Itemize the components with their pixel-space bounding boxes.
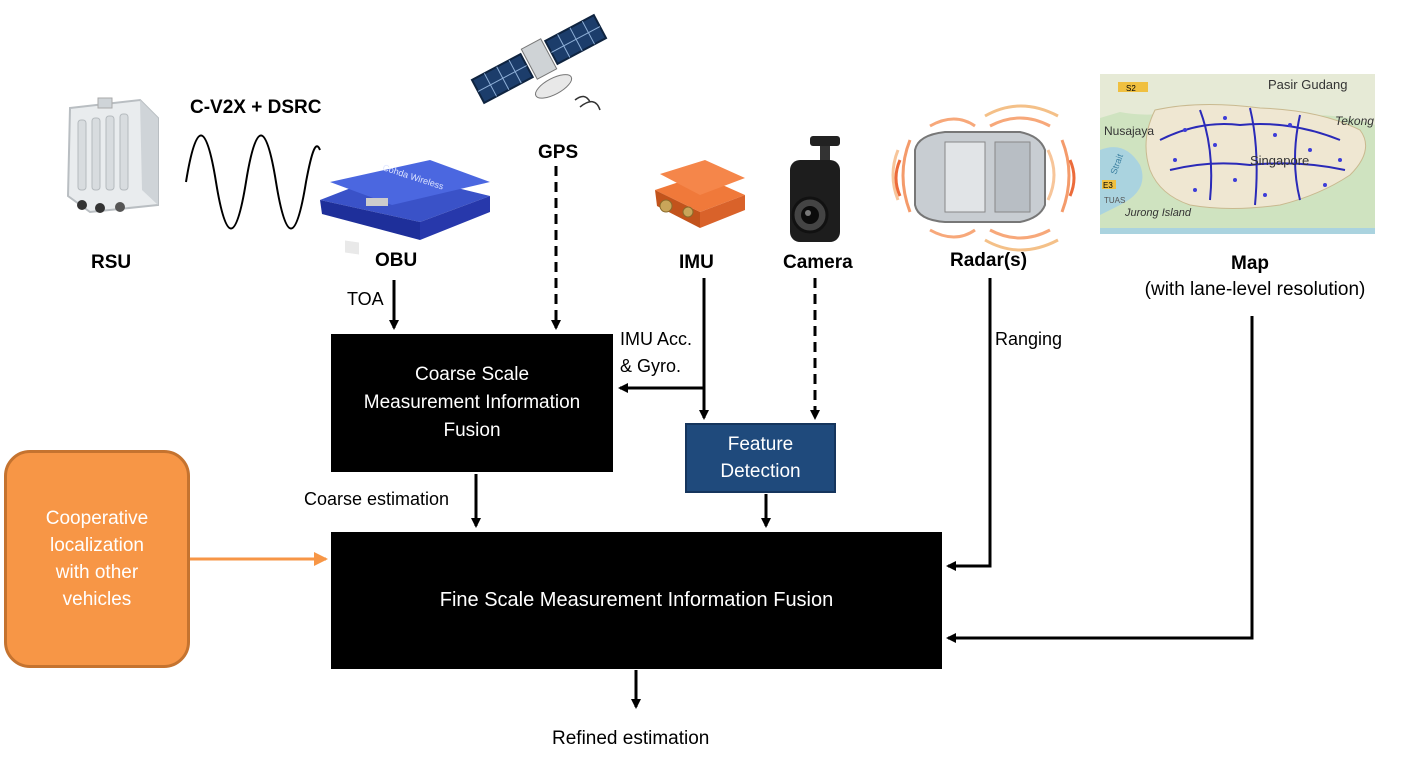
label-rsu: RSU (91, 252, 132, 273)
edge-label-imu-2: & Gyro. (620, 356, 682, 376)
imu-device-icon (655, 160, 745, 228)
coop-box-line-2: localization (49, 535, 144, 556)
feature-box-line-2: Detection (720, 461, 801, 482)
fine-fusion-box: Fine Scale Measurement Information Fusio… (331, 532, 942, 669)
coop-box-line-1: Cooperative (45, 508, 149, 529)
map-road-s2: S2 (1126, 84, 1136, 93)
label-radar: Radar(s) (950, 250, 1028, 271)
map-image: S2 E3 Pasir Gudang Nusajaya Tekong Singa… (1100, 74, 1375, 234)
obu-device-icon: Cohda Wireless (320, 160, 490, 255)
label-gps: GPS (538, 142, 579, 163)
label-map: Map (1231, 253, 1269, 274)
edge-label-toa: TOA (347, 289, 384, 309)
map-road-e3: E3 (1103, 181, 1113, 190)
rsu-device-icon (66, 97, 159, 214)
label-camera: Camera (783, 252, 853, 273)
label-link: C-V2X + DSRC (190, 97, 322, 118)
coop-box-line-3: with other (55, 562, 139, 583)
wave-icon (185, 134, 321, 230)
label-imu: IMU (679, 252, 714, 273)
coarse-box-line-3: Fusion (443, 420, 501, 441)
fine-box-label: Fine Scale Measurement Information Fusio… (439, 589, 834, 611)
coarse-box-line-1: Coarse Scale (414, 364, 530, 385)
cooperative-localization-box: Cooperative localization with other vehi… (4, 450, 190, 668)
map-place-nusajaya: Nusajaya (1104, 124, 1154, 138)
edge-label-imu-1: IMU Acc. (620, 329, 693, 349)
arrow-map-to-fine (946, 316, 1254, 643)
label-map-sub: (with lane-level resolution) (1144, 279, 1366, 300)
feature-detection-box: Feature Detection (685, 423, 836, 493)
map-place-jurong-island: Jurong Island (1124, 207, 1192, 219)
edge-label-coarse-estimation: Coarse estimation (304, 489, 450, 509)
radar-car-icon (891, 104, 1076, 252)
edge-label-refined-estimation: Refined estimation (552, 728, 710, 749)
map-place-pasir-gudang: Pasir Gudang (1268, 77, 1348, 92)
map-place-tuas: TUAS (1104, 196, 1125, 205)
dashcam-icon (790, 136, 840, 242)
map-place-tekong: Tekong (1335, 114, 1374, 128)
feature-box-line-1: Feature (727, 434, 794, 455)
coop-box-line-4: vehicles (62, 589, 132, 610)
arrow-radar-to-fine (946, 278, 992, 571)
coarse-fusion-box: Coarse Scale Measurement Information Fus… (331, 334, 613, 472)
satellite-icon (470, 13, 608, 105)
coarse-box-line-2: Measurement Information (363, 392, 581, 413)
map-place-singapore: Singapore (1250, 153, 1309, 168)
edge-label-ranging: Ranging (995, 329, 1063, 349)
label-obu: OBU (375, 250, 418, 271)
